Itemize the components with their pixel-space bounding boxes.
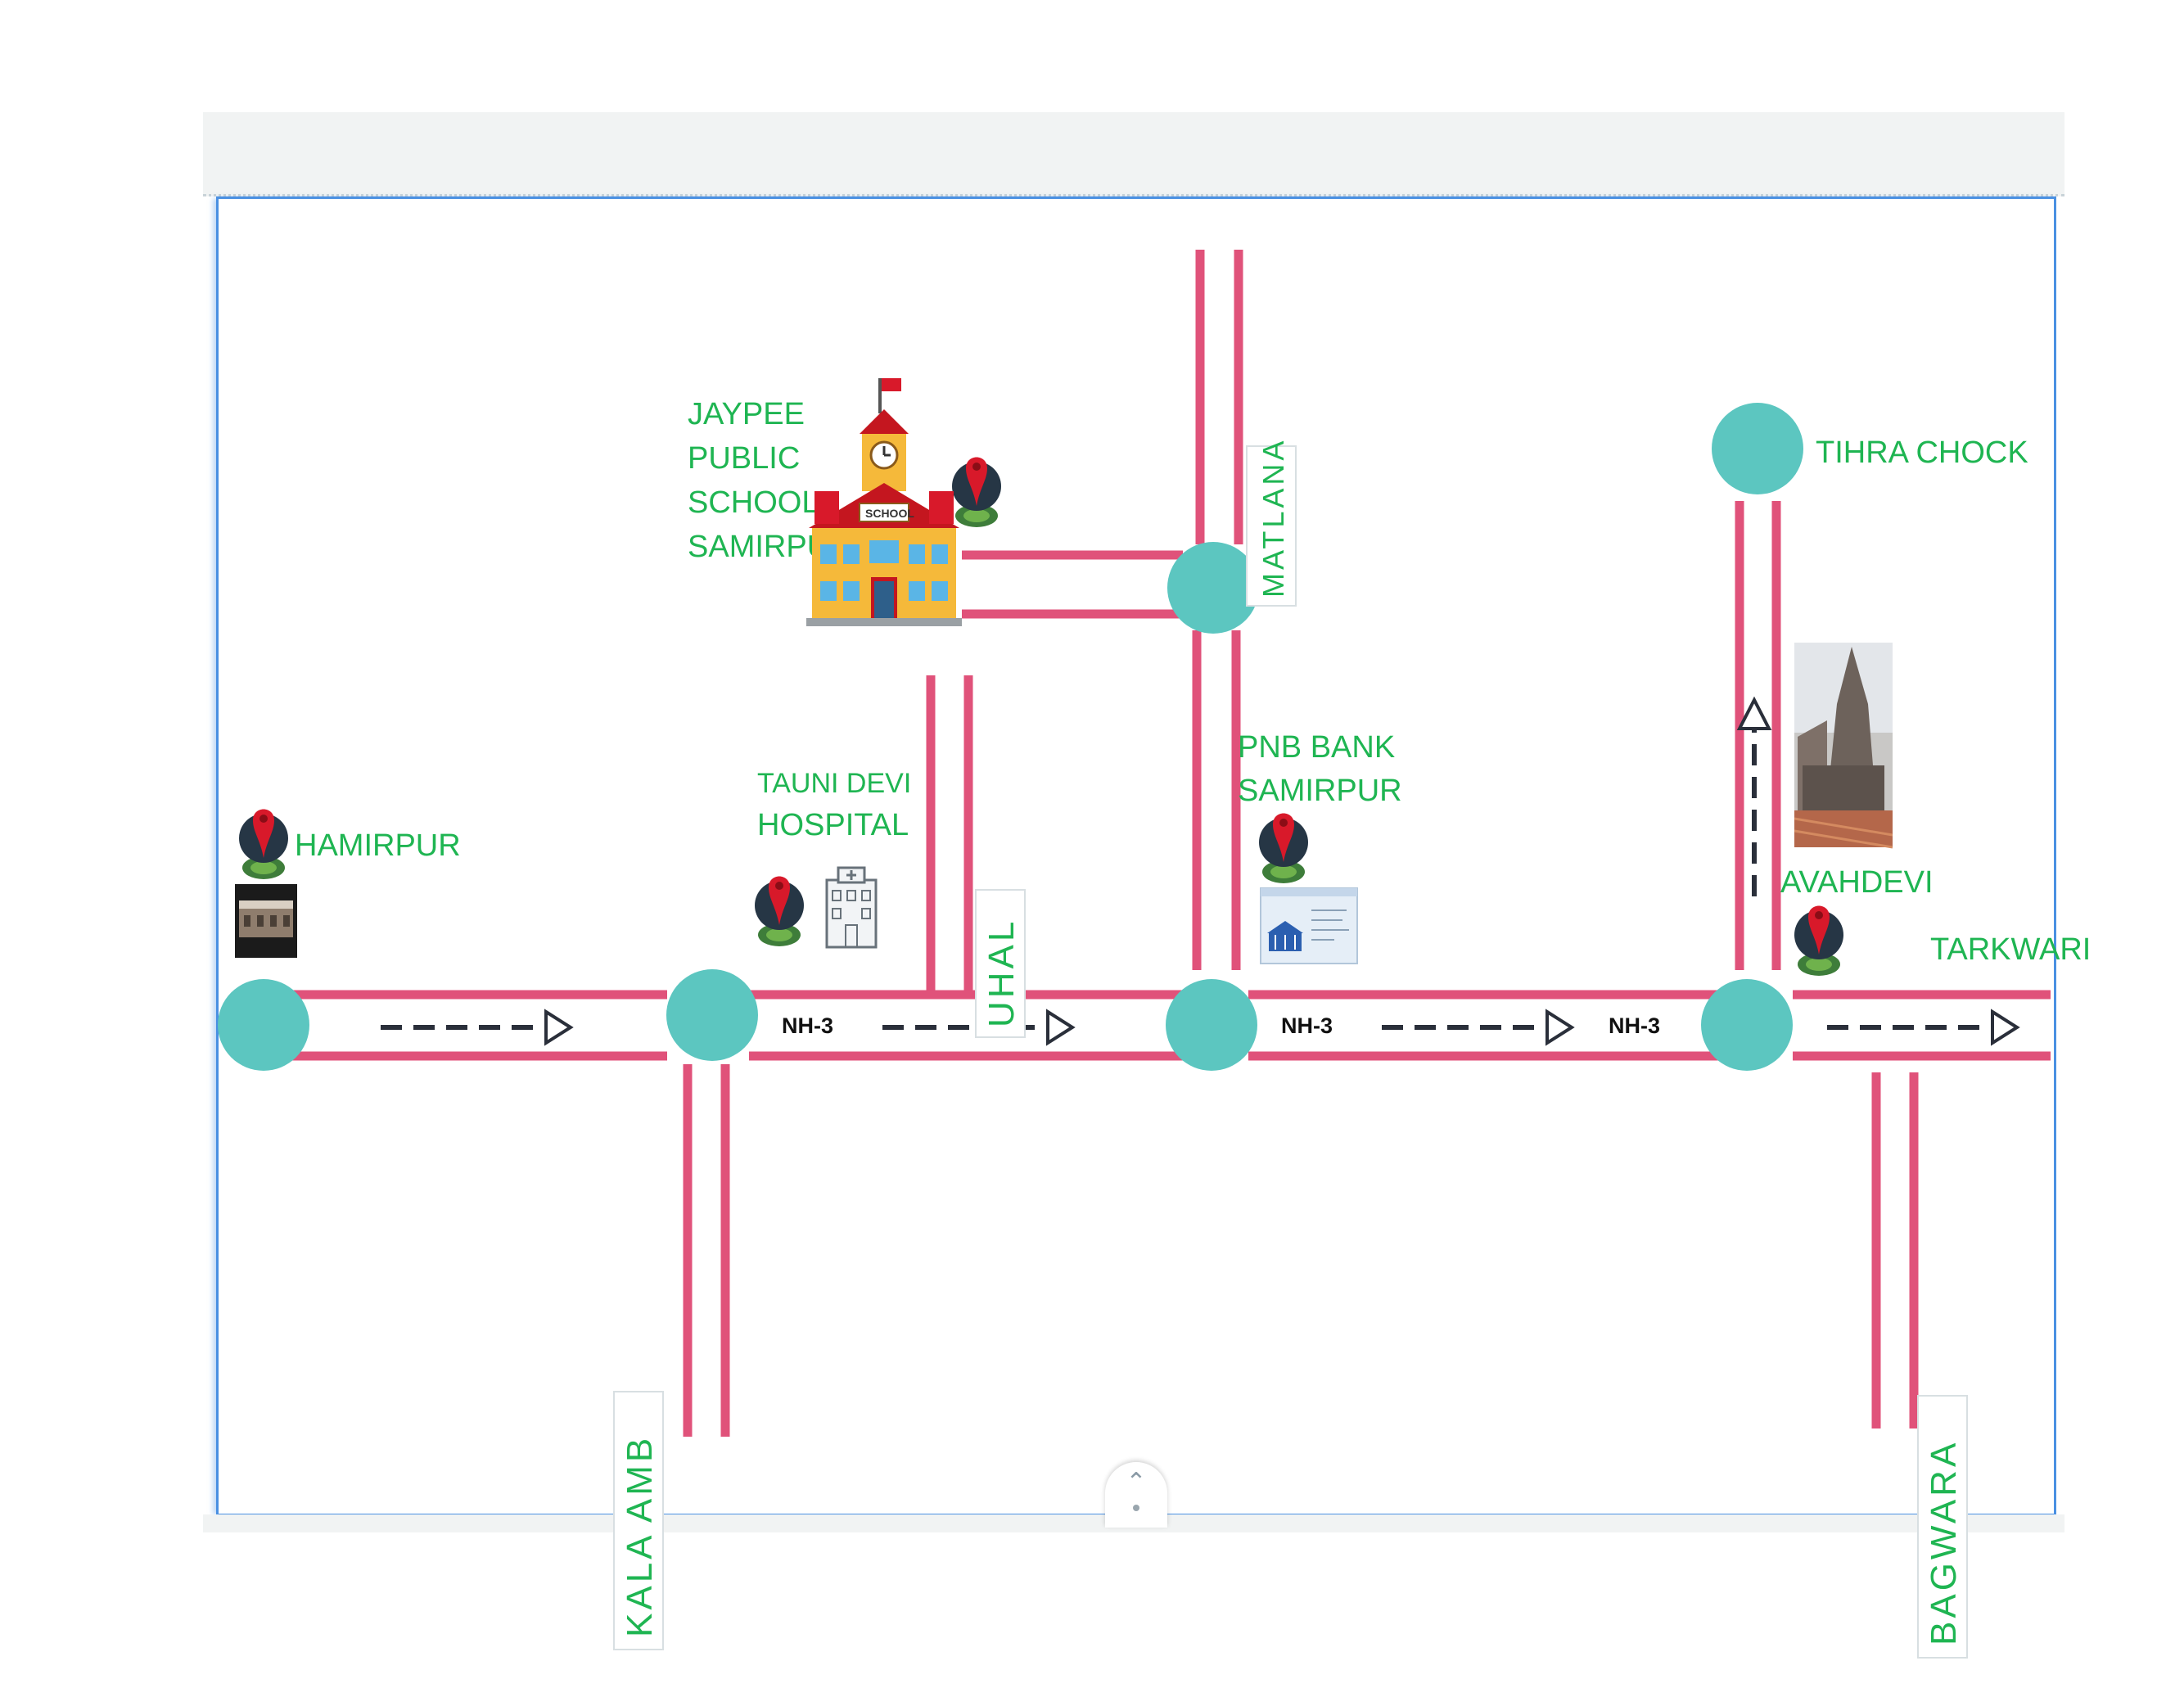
viewer-top-bar	[203, 112, 2064, 196]
direction-arrows	[381, 696, 2017, 1043]
location-pin-icon[interactable]	[952, 457, 1001, 528]
highway-label-nh3: NH-3	[1609, 1013, 1660, 1038]
direction-arrow-icon-north	[1736, 696, 1772, 896]
road-network	[262, 250, 2051, 1437]
place-label-tihra-chock: TIHRA CHOCK	[1816, 436, 2028, 470]
junctions	[218, 403, 1803, 1071]
place-label-jaypee-3: SCHOOL	[688, 485, 819, 520]
location-pin-icon[interactable]	[755, 876, 804, 947]
location-pin-icon[interactable]	[1259, 813, 1308, 884]
handle-dot	[1133, 1505, 1139, 1511]
junction-avahdevi[interactable]	[1701, 979, 1793, 1071]
road-label-matlana: MATLANA	[1257, 438, 1290, 598]
road-name-labels: MATLANA UHAL KALA AMB BAGWARA	[613, 438, 1968, 1659]
highway-label-nh3: NH-3	[1281, 1013, 1333, 1038]
road-label-bagwara: BAGWARA	[1924, 1440, 1964, 1645]
junction-tihra-chock[interactable]	[1712, 403, 1803, 494]
junction-matlana[interactable]	[1167, 542, 1259, 634]
highway-label-nh3: NH-3	[782, 1013, 833, 1038]
road-label-kala-amb: KALA AMB	[620, 1435, 660, 1637]
place-label-tauni-devi-hospital: HOSPITAL	[757, 808, 909, 842]
school-building-icon: SCHOOL	[806, 378, 962, 626]
junction-pnb-bank[interactable]	[1166, 979, 1257, 1071]
place-label-jaypee-2: PUBLIC	[688, 441, 800, 476]
place-label-tarkwari: TARKWARI	[1930, 932, 2091, 967]
place-label-hamirpur: HAMIRPUR	[295, 828, 461, 863]
bank-icon	[1260, 887, 1358, 964]
junction-hamirpur[interactable]	[218, 979, 309, 1071]
temple-photo	[1794, 643, 1893, 849]
direction-arrow-icon	[1827, 1012, 2017, 1043]
chevron-up-icon: ⌃	[1126, 1469, 1147, 1496]
place-label-jaypee-1: JAYPEE	[688, 397, 805, 431]
direction-arrow-icon	[381, 1012, 571, 1043]
collapse-panel-button[interactable]: ⌃	[1105, 1462, 1167, 1528]
school-sign: SCHOOL	[865, 507, 914, 520]
road-label-uhal: UHAL	[981, 918, 1022, 1027]
town-photo	[235, 884, 297, 958]
junction-kala-amb[interactable]	[666, 969, 758, 1061]
direction-arrow-icon	[1382, 1012, 1572, 1043]
location-pin-icon[interactable]	[239, 809, 288, 880]
location-pins	[239, 457, 1843, 977]
highway-labels: NH-3 NH-3 NH-3	[753, 1005, 1701, 1046]
place-label-tauni-devi: TAUNI DEVI	[757, 768, 911, 799]
hospital-icon	[825, 866, 878, 949]
place-label-avahdevi: AVAHDEVI	[1780, 865, 1934, 900]
place-label-pnb-samirpur: SAMIRPUR	[1238, 774, 1402, 808]
place-label-pnb-bank: PNB BANK	[1238, 730, 1395, 765]
place-labels: HAMIRPUR TAUNI DEVI HOSPITAL JAYPEE PUBL…	[295, 397, 2091, 967]
location-pin-icon[interactable]	[1794, 905, 1843, 977]
